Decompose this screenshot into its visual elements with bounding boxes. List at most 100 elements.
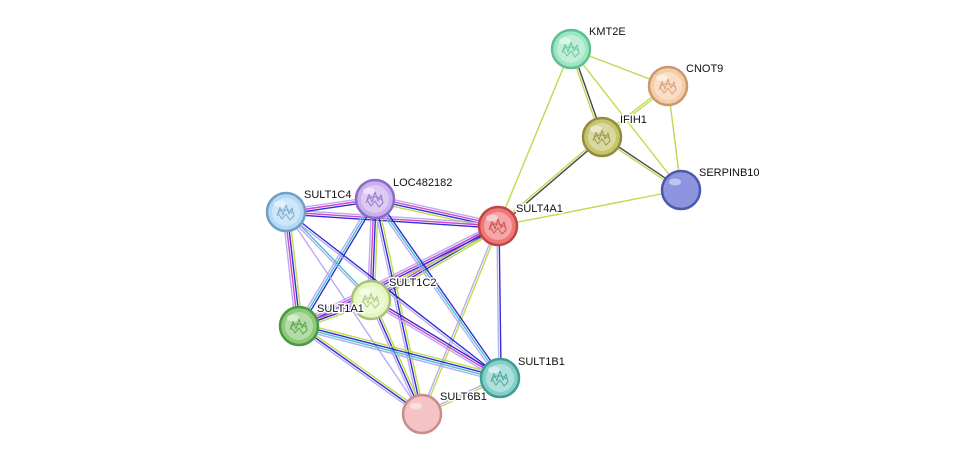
- edge-strand: [299, 322, 502, 376]
- node-highlight: [410, 402, 422, 410]
- protein-structure-icon: [592, 129, 611, 146]
- protein-structure-icon: [490, 370, 509, 387]
- protein-structure-icon: [561, 41, 580, 58]
- node-sult4a1[interactable]: SULT4A1: [477, 201, 564, 247]
- edge-strand: [298, 325, 423, 415]
- edge-strand: [370, 299, 423, 415]
- edge-sult1c4-sult6b1[interactable]: [285, 211, 423, 415]
- node-sult1c2[interactable]: SULT1C2: [350, 275, 438, 321]
- node-highlight: [359, 288, 371, 296]
- node-circle: [550, 28, 592, 70]
- protein-structure-icon: [289, 318, 308, 335]
- node-highlight: [287, 314, 299, 322]
- edge-loc482182-sult1b1[interactable]: [372, 197, 503, 380]
- node-highlight: [363, 187, 375, 195]
- node-label-kmt2e: KMT2E: [589, 26, 626, 38]
- node-sult1c4[interactable]: SULT1C4: [265, 187, 353, 233]
- node-ifih1[interactable]: IFIH1: [581, 112, 648, 158]
- edge-strand: [496, 135, 602, 226]
- edge-strand: [299, 324, 501, 378]
- edge-loc482182-sult6b1[interactable]: [372, 198, 425, 415]
- node-label-ifih1: IFIH1: [620, 114, 647, 126]
- structure-background: [272, 198, 300, 226]
- node-loc482182[interactable]: LOC482182: [354, 175, 454, 220]
- edge-strand: [285, 211, 423, 415]
- edge-strand: [300, 199, 378, 328]
- edge-strand: [284, 212, 371, 302]
- node-kmt2e[interactable]: KMT2E: [550, 24, 627, 70]
- node-cnot9[interactable]: CNOT9: [647, 61, 725, 107]
- edge-strand: [497, 189, 682, 227]
- edge-strand: [284, 212, 500, 380]
- node-label-sult1c2: SULT1C2: [389, 277, 436, 289]
- edge-strand: [299, 323, 424, 413]
- node-circle: [350, 279, 392, 321]
- edge-strand: [286, 210, 373, 300]
- node-label-sult4a1: SULT4A1: [516, 203, 563, 215]
- edge-strand: [297, 327, 422, 417]
- edge-sult1a1-sult1b1[interactable]: [297, 322, 502, 382]
- node-serpinb10[interactable]: SERPINB10: [660, 165, 761, 211]
- edge-kmt2e-sult4a1[interactable]: [497, 48, 572, 227]
- node-label-sult6b1: SULT6B1: [440, 391, 487, 403]
- node-circle: [401, 393, 443, 435]
- structure-background: [486, 364, 514, 392]
- edge-strand: [498, 225, 502, 378]
- node-label-sult1c4: SULT1C4: [304, 189, 351, 201]
- edge-strand: [497, 48, 572, 227]
- node-circle: [581, 116, 623, 158]
- edge-strand: [372, 199, 499, 380]
- node-highlight: [486, 214, 498, 222]
- node-circle: [265, 191, 307, 233]
- node-circle: [479, 357, 521, 399]
- edge-strand: [297, 222, 497, 324]
- edge-strand: [372, 199, 421, 415]
- structure-background: [484, 212, 512, 240]
- structure-background: [357, 286, 385, 314]
- protein-structure-icon: [361, 292, 380, 309]
- node-circle: [354, 178, 396, 220]
- edge-strand: [286, 210, 502, 378]
- node-highlight: [590, 125, 602, 133]
- node-highlight: [669, 178, 681, 186]
- node-highlight: [274, 200, 286, 208]
- structure-background: [361, 185, 389, 213]
- edge-strand: [298, 224, 498, 326]
- protein-structure-icon: [488, 218, 507, 235]
- edge-strand: [368, 300, 421, 416]
- node-circle: [647, 65, 689, 107]
- node-sult1b1[interactable]: SULT1B1: [479, 354, 566, 399]
- node-highlight: [488, 366, 500, 374]
- edge-sult1a1-sult6b1[interactable]: [297, 323, 424, 417]
- node-sult1a1[interactable]: SULT1A1: [278, 301, 365, 347]
- node-label-serpinb10: SERPINB10: [699, 167, 760, 179]
- edge-sult1c2-sult6b1[interactable]: [368, 298, 425, 416]
- edge-strand: [370, 299, 501, 379]
- edge-sult4a1-sult1b1[interactable]: [496, 225, 502, 379]
- edge-strand: [376, 197, 503, 378]
- edge-strand: [372, 228, 501, 304]
- edge-strand: [375, 195, 499, 224]
- edge-strand: [496, 226, 500, 379]
- node-circle: [278, 305, 320, 347]
- edge-serpinb10-sult4a1[interactable]: [497, 189, 682, 227]
- edge-strand: [375, 197, 499, 226]
- structure-background: [654, 72, 682, 100]
- edge-strand: [422, 226, 500, 415]
- edge-strand: [297, 328, 500, 382]
- node-circle: [477, 205, 519, 247]
- node-label-loc482182: LOC482182: [393, 177, 452, 189]
- edge-sult1c4-sult1b1[interactable]: [284, 210, 502, 380]
- edge-sult1c4-sult1c2[interactable]: [284, 210, 373, 302]
- protein-structure-icon: [365, 191, 384, 208]
- edge-strand: [371, 297, 502, 377]
- protein-structure-icon: [276, 204, 295, 221]
- protein-structure-icon: [658, 78, 677, 95]
- edge-strand: [298, 326, 500, 380]
- node-sult6b1[interactable]: SULT6B1: [401, 389, 488, 435]
- node-label-sult1b1: SULT1B1: [518, 356, 565, 368]
- edge-strand: [285, 213, 498, 229]
- edge-ifih1-sult4a1[interactable]: [496, 135, 604, 228]
- edge-sult1c2-sult1b1[interactable]: [369, 297, 502, 381]
- node-circle: [660, 169, 702, 211]
